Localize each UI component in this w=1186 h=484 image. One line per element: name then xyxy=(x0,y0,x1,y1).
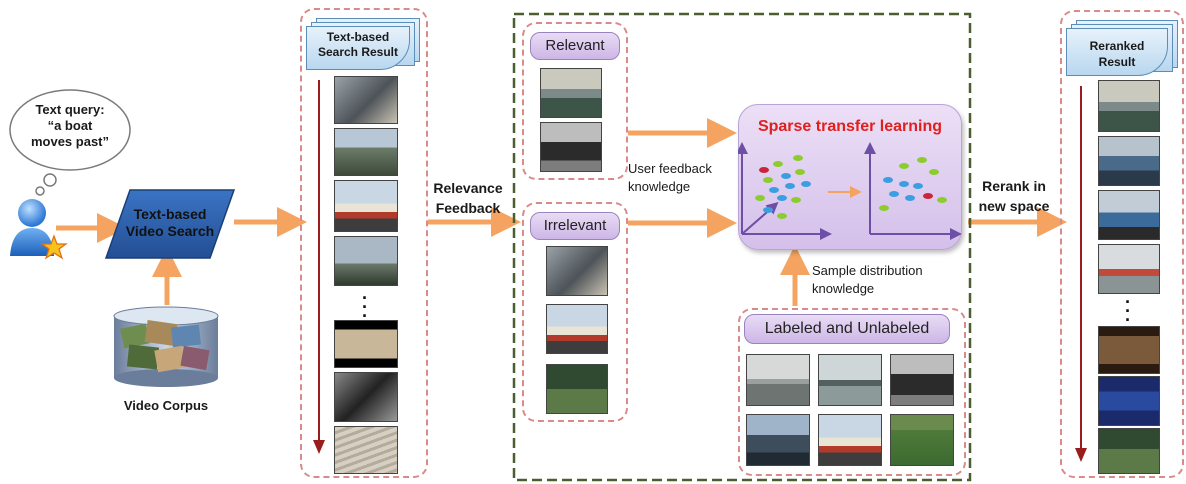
reranked-thumb-7 xyxy=(1098,428,1160,474)
text-result-line-1: Text-based xyxy=(326,30,390,44)
labeled-unlabeled-tag: Labeled and Unlabeled xyxy=(744,314,950,344)
reranked-result-column xyxy=(1060,10,1184,478)
relevant-thumb-2 xyxy=(540,122,602,172)
reranked-thumb-4 xyxy=(1098,244,1160,294)
relevance-feedback-line-1: Relevance xyxy=(433,180,503,196)
sample-distribution-label: Sample distribution knowledge xyxy=(812,262,962,298)
reranked-doc-icon xyxy=(1066,20,1182,76)
labeled-unlabeled-group xyxy=(738,308,966,476)
rank-down-arrow-right xyxy=(1075,86,1087,462)
user-feedback-line-2: knowledge xyxy=(628,179,691,194)
text-result-label: Text-based Search Result xyxy=(306,30,410,60)
rerank-line-1: Rerank in xyxy=(982,178,1046,194)
sparse-learning-title: Sparse transfer learning xyxy=(757,118,943,135)
reranked-thumb-2 xyxy=(1098,136,1160,186)
labeled-thumb-2 xyxy=(818,354,882,406)
result-thumb-3 xyxy=(334,180,398,232)
result-thumb-2 xyxy=(334,128,398,176)
query-line-1: Text query: xyxy=(35,102,105,117)
irrelevant-thumb-1 xyxy=(546,246,608,296)
result-thumb-6 xyxy=(334,372,398,422)
result-ellipsis-icon: ··· xyxy=(362,288,368,326)
thought-bubble xyxy=(9,89,131,196)
text-result-column xyxy=(300,8,428,478)
rerank-label: Rerank in new space xyxy=(972,176,1056,216)
relevance-feedback-label: Relevance Feedback xyxy=(428,178,508,218)
video-corpus-label: Video Corpus xyxy=(123,398,209,413)
sparse-learning-box xyxy=(738,104,962,250)
relevance-feedback-line-2: Feedback xyxy=(435,200,501,216)
reranked-thumb-5 xyxy=(1098,326,1160,374)
result-thumb-4 xyxy=(334,236,398,286)
reranked-ellipsis-icon: ··· xyxy=(1125,292,1131,330)
reranked-line-1: Reranked xyxy=(1089,39,1145,53)
search-box-line-2: Video Search xyxy=(125,223,215,239)
irrelevant-thumb-3 xyxy=(546,364,608,414)
irrelevant-tag: Irrelevant xyxy=(530,212,620,240)
relevant-group xyxy=(522,22,628,180)
user-feedback-line-1: User feedback xyxy=(628,161,712,176)
reranked-thumb-3 xyxy=(1098,190,1160,240)
query-line-2: “a boat xyxy=(47,118,93,133)
sample-distribution-line-1: Sample distribution xyxy=(812,263,923,278)
result-thumb-5 xyxy=(334,320,398,368)
labeled-thumb-6 xyxy=(890,414,954,466)
video-search-box xyxy=(104,189,236,259)
user-feedback-label: User feedback knowledge xyxy=(628,160,738,196)
irrelevant-thumb-2 xyxy=(546,304,608,354)
labeled-thumb-3 xyxy=(890,354,954,406)
text-result-line-2: Search Result xyxy=(317,45,399,59)
video-corpus-icon xyxy=(113,306,219,387)
reranked-thumb-6 xyxy=(1098,376,1160,426)
left-cluster-points xyxy=(755,155,811,219)
labeled-thumb-4 xyxy=(746,414,810,466)
feature-space-plots xyxy=(738,142,962,240)
reranked-result-label: Reranked Result xyxy=(1066,38,1168,70)
result-thumb-7 xyxy=(334,426,398,474)
search-box-line-1: Text-based xyxy=(133,206,207,222)
relevant-thumb-1 xyxy=(540,68,602,118)
sample-distribution-line-2: knowledge xyxy=(812,281,875,296)
reranked-thumb-1 xyxy=(1098,80,1160,132)
result-thumb-1 xyxy=(334,76,398,124)
user-icon xyxy=(10,199,68,260)
query-line-3: moves past” xyxy=(30,134,110,149)
labeled-thumb-1 xyxy=(746,354,810,406)
right-cluster-points xyxy=(879,157,947,211)
reranked-line-2: Result xyxy=(1098,55,1136,69)
irrelevant-group xyxy=(522,202,628,422)
relevant-tag: Relevant xyxy=(530,32,620,60)
rank-down-arrow-left xyxy=(313,80,325,454)
labeled-thumb-5 xyxy=(818,414,882,466)
rerank-line-2: new space xyxy=(978,198,1050,214)
text-query-label: Text query: “a boat moves past” xyxy=(14,102,126,150)
feedback-frame xyxy=(512,12,972,482)
text-result-doc-icon xyxy=(306,18,424,70)
video-search-label: Text-based Video Search xyxy=(114,206,226,240)
